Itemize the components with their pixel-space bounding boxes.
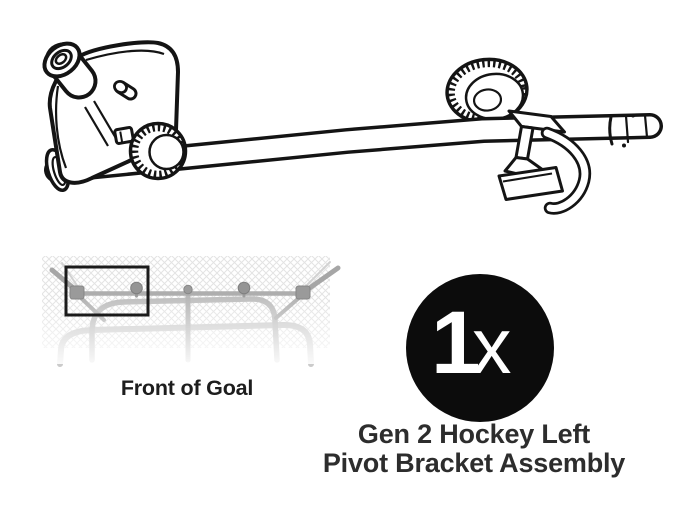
- plate-inner-line-2: [93, 100, 118, 141]
- quantity-count: 1: [431, 292, 481, 392]
- clip-top-face: [507, 109, 566, 134]
- pivot-boss: [42, 41, 98, 100]
- knurled-disc: [445, 57, 529, 125]
- right-ball-knob: [237, 281, 251, 295]
- clip-lower-box: [497, 166, 564, 201]
- right-bracket-mount: [295, 285, 311, 300]
- quantity-multiplier: x: [472, 301, 512, 390]
- diagram-fade: [40, 298, 332, 364]
- peg-pin: [113, 80, 138, 101]
- retaining-clip: [497, 109, 566, 201]
- left-bracket-mount: [69, 285, 85, 300]
- clip-box-edge-line: [502, 172, 553, 183]
- center-knob: [183, 284, 193, 295]
- knob-shaft-nut: [113, 126, 135, 145]
- thumb-knob: [128, 121, 188, 181]
- part-name: Gen 2 Hockey Left Pivot Bracket Assembly: [294, 420, 654, 478]
- front-of-goal-caption: Front of Goal: [120, 376, 254, 400]
- plate-left-fold-line: [54, 85, 68, 169]
- plate-top-fold-line: [85, 49, 165, 62]
- net-rope-right: [301, 261, 331, 291]
- plate-inner-line-1: [84, 106, 109, 147]
- j-hook: [540, 126, 592, 215]
- pivot-rod-tube: [44, 113, 663, 183]
- part-name-line1: Gen 2 Hockey Left: [357, 419, 591, 449]
- rod-collar-details: [608, 113, 649, 148]
- goal-location-diagram: [40, 256, 341, 367]
- quantity-badge: 1 x: [406, 274, 554, 422]
- part-name-line2: Pivot Bracket Assembly: [322, 448, 626, 478]
- left-ball-knob: [130, 281, 143, 295]
- bracket-location-highlight-box: [64, 265, 150, 317]
- pivot-bracket-assembly-illustration: [42, 40, 663, 215]
- crossbar-mounts: [69, 281, 311, 300]
